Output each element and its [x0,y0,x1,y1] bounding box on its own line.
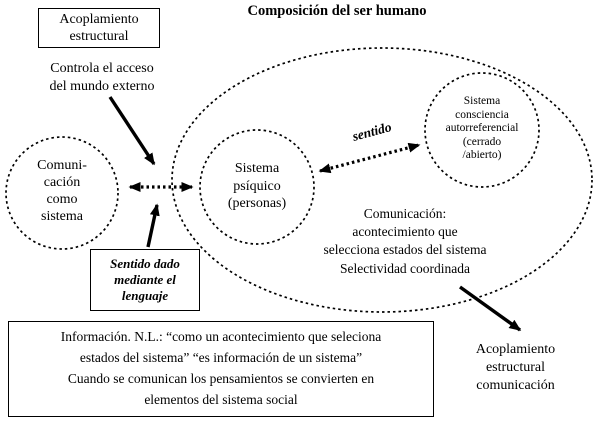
left-circle-outline [5,136,119,250]
sentido-dado-box: Sentido dado mediante el lenguaje [90,249,200,311]
diagram-title: Composición del ser humano [247,3,427,19]
informacion-box: Información. N.L.: “como un acontecimien… [8,321,434,417]
acoplamiento-comunicacion-label: Acoplamiento estructural comunicación [475,342,556,394]
conscience-circle-label: Sistema consciencia autorreferencial (ce… [445,95,519,162]
sentido-dado-label: Sentido dado mediante el lenguaje [110,255,180,304]
acoplamiento-estructural-box: Acoplamiento estructural [38,8,160,48]
acoplamiento-estructural-label: Acoplamiento estructural [59,11,139,45]
sentido-double-arrow [318,142,421,174]
communication-ellipse-text: Comunicación: acontecimiento que selecci… [323,206,487,276]
sentido-box-arrow [146,203,160,248]
left-circle-label: Comuni- cación como sistema [37,158,87,225]
informacion-text: Información. N.L.: “como un acontecimien… [60,329,382,407]
psychic-circle-outline [199,129,315,245]
conscience-circle-outline [424,72,540,188]
controla-acceso-text: Controla el acceso del mundo externo [49,61,155,94]
coupling-communication-arrow [459,285,522,332]
communication-ellipse [171,47,593,313]
psychic-circle-label: Sistema psíquico (personas) [227,161,287,211]
controla-arrow [108,96,156,166]
